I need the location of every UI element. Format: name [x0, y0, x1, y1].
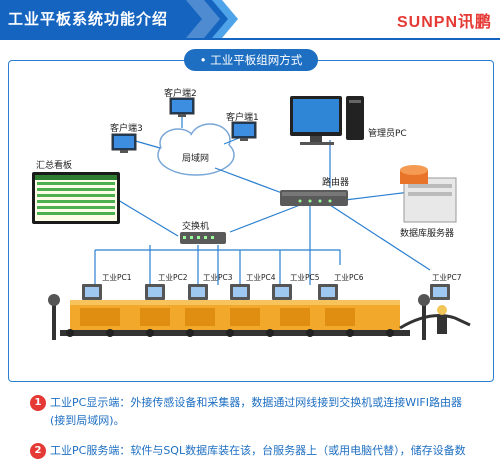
router-label: 路由器 — [322, 178, 350, 188]
router-icon — [280, 190, 348, 206]
client-2-label: 客户端2 — [164, 89, 197, 99]
note-1-line-1: 工业PC显示端：外接传感设备和采集器，数据通过网线接到交换机或连接WIFI路由器 — [50, 396, 463, 409]
dashboard-label: 汇总看板 — [36, 161, 73, 171]
header-chevrons — [186, 0, 238, 38]
industrial-pc-7-label: 工业PC7 — [432, 273, 462, 282]
industrial-pc-4-label: 工业PC4 — [246, 273, 276, 282]
lan-cloud-icon — [157, 123, 235, 176]
note-2-line-1: 工业PC服务端：软件与SQL数据库装在该，台服务器上（或用电脑代替），储存设备数 — [50, 444, 466, 457]
client-3-icon — [111, 133, 137, 153]
client-3-label: 客户端3 — [110, 124, 143, 134]
admin-pc-label: 管理员PC — [368, 129, 407, 139]
brand-logo: SUNPN讯鹏 — [396, 14, 492, 31]
industrial-pc-3-label: 工业PC3 — [203, 273, 233, 282]
production-line — [48, 294, 471, 340]
industrial-pc-6-label: 工业PC6 — [334, 273, 364, 282]
industrial-pc-2-label: 工业PC2 — [158, 273, 188, 282]
lan-label: 局域网 — [182, 154, 210, 164]
client-1-icon — [231, 121, 257, 141]
header-rule — [0, 38, 500, 40]
industrial-pc-5-label: 工业PC5 — [290, 273, 320, 282]
note-1-line-2: (接到局域网)。 — [50, 414, 125, 427]
dashboard-screen-icon — [32, 172, 120, 224]
client-1-label: 客户端1 — [226, 113, 259, 123]
header-band — [0, 0, 222, 38]
switch-label: 交换机 — [182, 222, 210, 232]
note-2-number: 2 — [30, 443, 46, 459]
note-1-number: 1 — [30, 395, 46, 411]
header: 工业平板系统功能介绍 SUNPN讯鹏 — [0, 0, 500, 38]
admin-pc-icon — [290, 96, 364, 145]
switch-icon — [180, 232, 226, 244]
database-server-icon — [400, 165, 457, 223]
section-title: • 工业平板组网方式 — [184, 49, 318, 71]
industrial-pc-1-label: 工业PC1 — [102, 273, 132, 282]
worker-icon — [437, 305, 447, 334]
client-2-icon — [169, 97, 195, 117]
page-title: 工业平板系统功能介绍 — [8, 10, 169, 28]
database-server-label: 数据库服务器 — [400, 229, 455, 239]
